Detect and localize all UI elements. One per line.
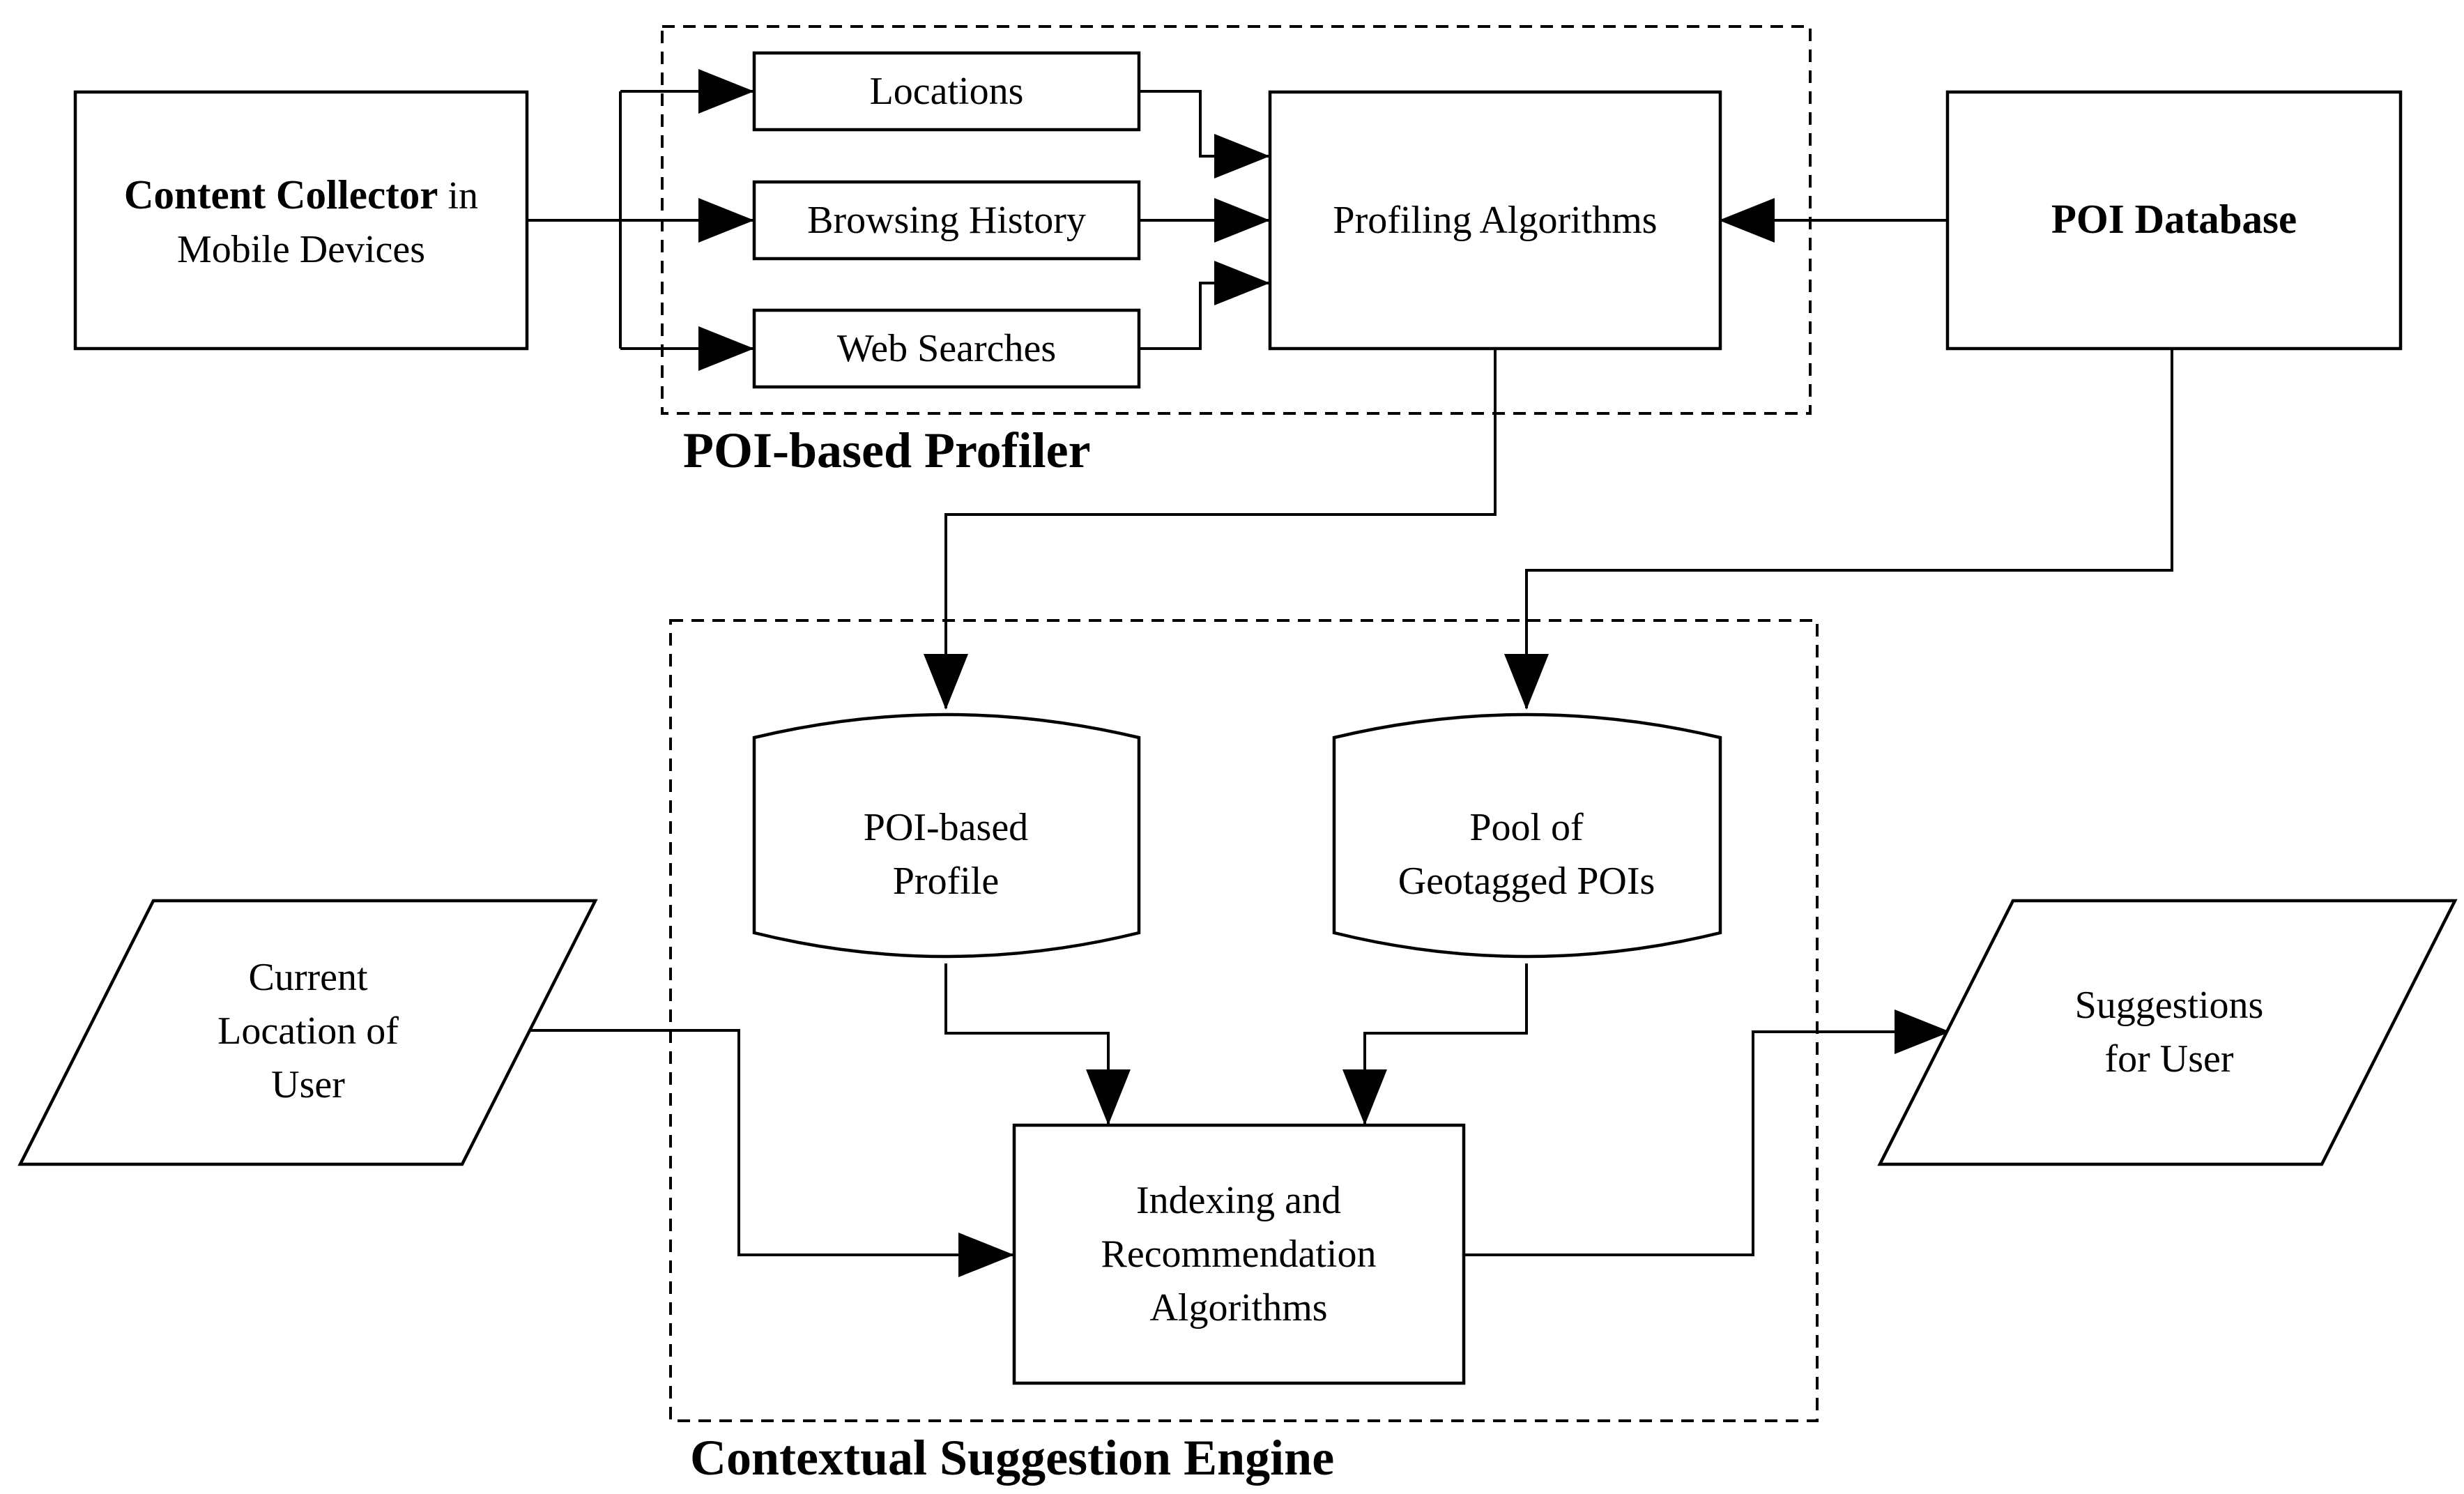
content-collector-label-bold: Content Collector: [124, 171, 438, 218]
edge-profile-to-indexing: [944, 963, 1131, 1125]
web-searches-label: Web Searches: [837, 327, 1056, 370]
suggestions-label-line1: Suggestions: [2075, 984, 2264, 1027]
edge-locations-to-profiling: [1139, 90, 1270, 178]
svg-text:Content Collector in: Content Collector in: [124, 171, 478, 218]
content-collector-node: Content Collector in Mobile Devices: [73, 90, 529, 351]
profiling-algorithms-label: Profiling Algorithms: [1333, 199, 1657, 242]
indexing-recommendation-label-line3: Algorithms: [1149, 1286, 1327, 1329]
current-location-label-line1: Current: [248, 956, 368, 999]
locations-label: Locations: [870, 70, 1024, 113]
suggestions-node: Suggestions for User: [1877, 899, 2458, 1166]
current-location-label-line3: User: [271, 1063, 345, 1106]
current-location-node: Current Location of User: [17, 899, 598, 1166]
content-collector-label-line2: Mobile Devices: [177, 228, 425, 271]
pool-of-pois-label-line2: Geotagged POIs: [1398, 860, 1655, 903]
profiling-algorithms-node: Profiling Algorithms: [1268, 90, 1722, 351]
edge-profiling-to-profile: [924, 349, 1497, 710]
edge-websearches-to-profiling: [1139, 261, 1270, 350]
web-searches-node: Web Searches: [752, 308, 1141, 389]
engine-group-label: Contextual Suggestion Engine: [690, 1430, 1334, 1486]
suggestions-label-line2: for User: [2104, 1037, 2233, 1081]
profiler-group-label: POI-based Profiler: [683, 422, 1091, 478]
edge-location-to-indexing: [530, 1029, 1014, 1277]
current-location-label-line2: Location of: [217, 1009, 399, 1053]
engine-group-frame: [669, 619, 1819, 1422]
locations-node: Locations: [752, 51, 1141, 132]
edge-indexing-to-suggestions: [1464, 1009, 1950, 1256]
browsing-history-node: Browsing History: [752, 180, 1141, 261]
poi-database-node: POI Database: [1945, 90, 2403, 351]
pool-of-pois-node: Pool of Geotagged POIs: [1332, 712, 1722, 959]
poi-database-label: POI Database: [2051, 196, 2297, 242]
indexing-recommendation-label-line2: Recommendation: [1101, 1233, 1376, 1276]
browsing-history-label: Browsing History: [807, 199, 1086, 242]
edge-pool-to-indexing: [1342, 963, 1528, 1125]
pool-of-pois-label-line1: Pool of: [1469, 806, 1584, 849]
edge-poidb-to-pool: [1504, 349, 2173, 710]
poi-based-profile-label-line2: Profile: [893, 860, 999, 903]
indexing-recommendation-node: Indexing and Recommendation Algorithms: [1012, 1123, 1466, 1385]
indexing-recommendation-label-line1: Indexing and: [1136, 1179, 1341, 1222]
poi-based-profile-label-line1: POI-based: [864, 806, 1028, 849]
poi-based-profile-node: POI-based Profile: [752, 712, 1141, 959]
content-collector-label-rest: in: [438, 174, 479, 218]
